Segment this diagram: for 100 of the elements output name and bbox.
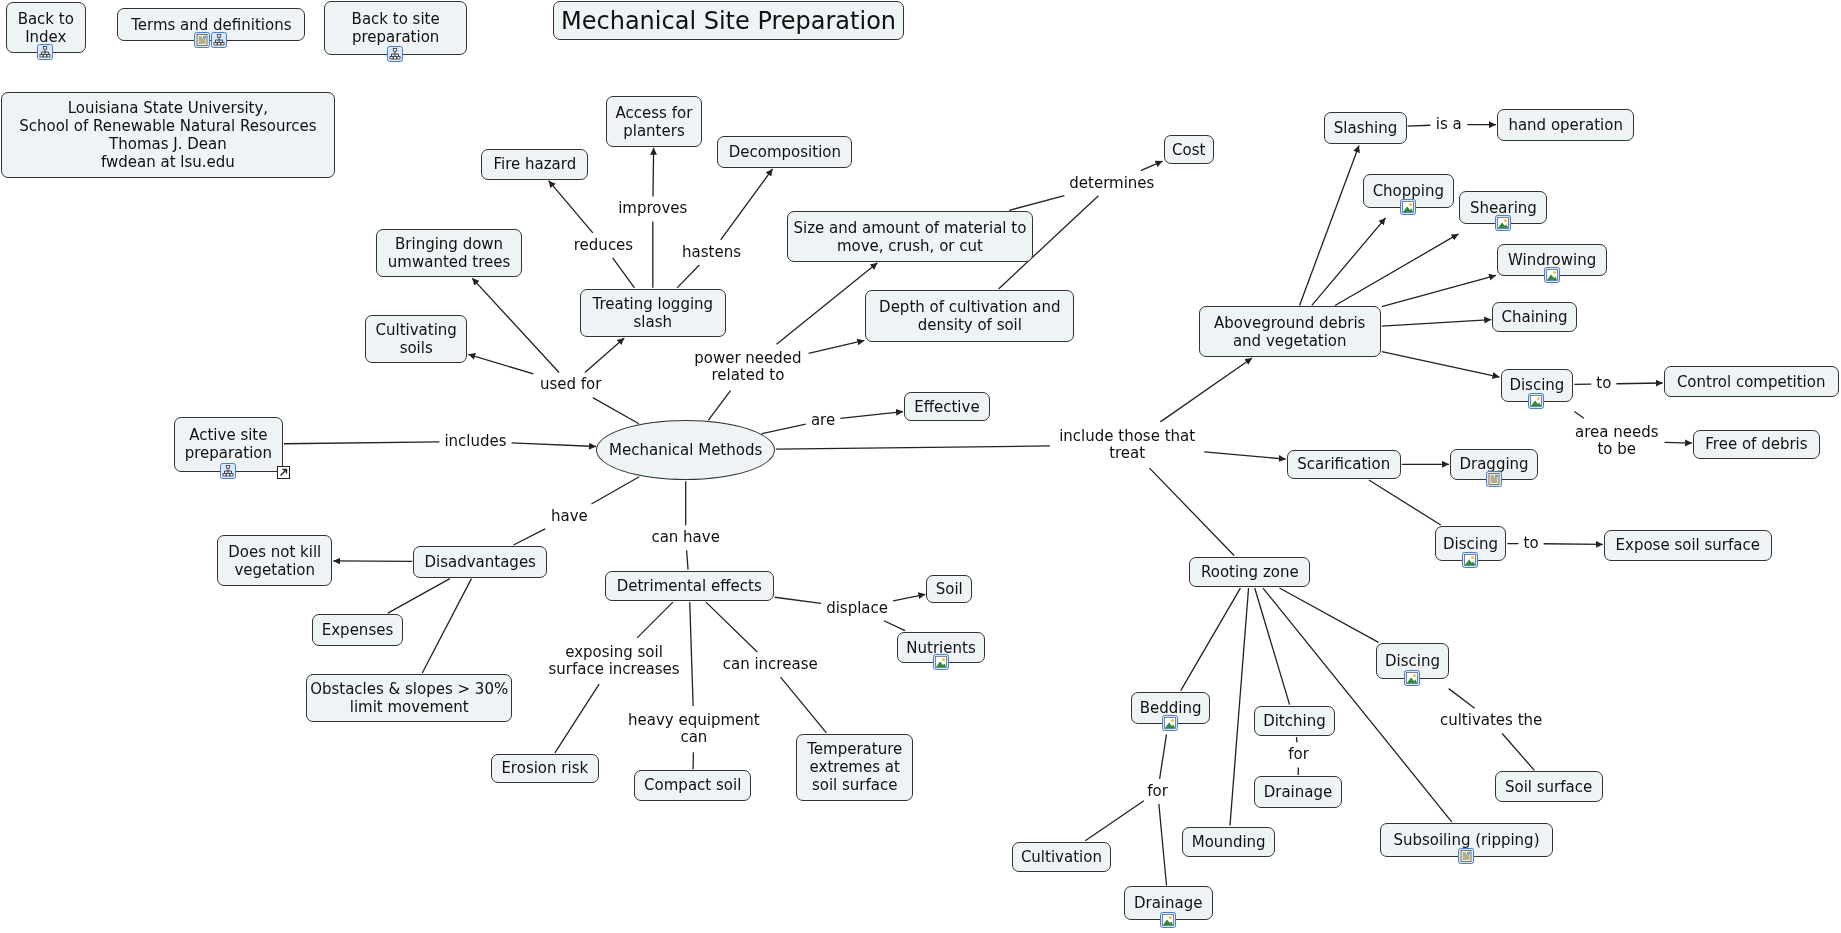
concept-box [897, 631, 986, 664]
concept-box [1663, 366, 1839, 397]
concept-label: Aboveground debris and vegetation [1213, 313, 1367, 350]
connector-line [1573, 410, 1585, 419]
connector-line [1148, 467, 1235, 557]
concept-box [926, 575, 973, 604]
concept-box [1434, 526, 1507, 562]
connector-line [997, 195, 1100, 290]
concept-box [1459, 191, 1548, 225]
connector-line [676, 264, 700, 289]
connector-line [283, 441, 441, 445]
arrow [1663, 439, 1693, 447]
concept-box [306, 673, 512, 723]
connector-line [612, 257, 636, 289]
connector-line [1295, 736, 1298, 744]
arrow [650, 147, 658, 198]
connector-line [1254, 587, 1291, 706]
concept-label: Terms and definitions [131, 15, 292, 34]
concept-label: Nutrients [906, 638, 976, 657]
arrow [1311, 217, 1387, 307]
connector-line [554, 683, 600, 754]
concept-label: Mounding [1191, 832, 1266, 851]
connector-line [1084, 800, 1145, 842]
concept-label: Active site preparation [183, 426, 274, 463]
connector-line [883, 620, 906, 632]
concept-box [796, 733, 914, 801]
arrow [720, 168, 774, 241]
concept-label: School of Renewable Natural Resources [19, 117, 317, 135]
arrow [1615, 379, 1664, 387]
concept-box [1450, 448, 1539, 481]
arrow [1401, 460, 1450, 468]
connector-line [692, 751, 695, 770]
concept-label: Access for planters [614, 103, 694, 140]
concept-label: Cultivation [1020, 848, 1102, 867]
concept-box [904, 392, 990, 422]
concept-box [1693, 429, 1820, 460]
concept-box [1163, 135, 1214, 165]
concept-label: Does not kill vegetation [227, 542, 323, 579]
arrow [471, 277, 560, 374]
connector-line [685, 480, 687, 526]
concept-label: Back to site preparation [350, 10, 441, 47]
concept-box [1324, 111, 1407, 145]
connector-line [1448, 688, 1476, 709]
concept-box [312, 614, 403, 646]
connector-line [1262, 587, 1453, 823]
connector-line [421, 578, 473, 674]
concept-label: Fire hazard [493, 155, 577, 174]
connector-line [1368, 479, 1442, 526]
connector-line [1180, 587, 1241, 692]
concept-box [604, 570, 774, 602]
connector-line [1506, 542, 1520, 545]
arrow [1159, 357, 1253, 423]
concept-label: Decomposition [728, 143, 841, 162]
concept-label: Discing [1384, 652, 1440, 670]
concept-label: Cost [1172, 140, 1206, 159]
concept-box [1182, 826, 1276, 858]
concept-label: Dragging [1459, 455, 1529, 474]
concept-box [490, 753, 599, 784]
concept-box [1130, 691, 1211, 725]
concept-box [217, 535, 333, 586]
connector-line [1229, 587, 1250, 827]
concept-box [413, 545, 548, 578]
arrow [1466, 121, 1497, 129]
connector-line [512, 528, 546, 546]
concept-label: Obstacles & slopes > 30% limit movement [309, 680, 510, 716]
concept-label: Effective [914, 397, 980, 416]
concept-box [1286, 449, 1401, 479]
concept-box [1376, 643, 1449, 679]
concept-box [605, 96, 703, 147]
concept-box [375, 228, 523, 278]
concept-box [717, 136, 853, 168]
concept-label: Detrimental effects [616, 576, 762, 595]
concept-box [1492, 301, 1577, 333]
concept-label: Mechanical Methods [609, 441, 763, 460]
concept-box [1603, 529, 1772, 562]
concept-label: Subsoiling (ripping) [1393, 831, 1540, 850]
concept-label: Cultivating soils [374, 320, 458, 357]
concept-box [1012, 841, 1111, 873]
connector-line [590, 476, 640, 505]
arrow [1334, 233, 1460, 307]
arrow [807, 338, 865, 354]
concept-box [1500, 368, 1574, 402]
concept-box [1123, 886, 1213, 921]
connector-line [1278, 587, 1380, 644]
concept-label: Expenses [321, 620, 394, 639]
concept-label: Control competition [1676, 372, 1826, 391]
arrow [839, 408, 904, 420]
arrow [892, 592, 926, 602]
concept-label: fwdean at lsu.edu [100, 153, 235, 171]
concept-label: Treating logging slash [591, 294, 715, 331]
arrow [1542, 540, 1604, 548]
concept-box [1494, 771, 1603, 802]
concept-box [1253, 776, 1342, 808]
concept-box [1189, 556, 1311, 588]
arrow [467, 353, 535, 375]
concept-label: Bringing down umwanted trees [386, 235, 512, 271]
concept-box [786, 211, 1034, 262]
arrow [1381, 273, 1497, 308]
concept-label: hand operation [1508, 116, 1623, 135]
navigation-box [117, 8, 306, 42]
